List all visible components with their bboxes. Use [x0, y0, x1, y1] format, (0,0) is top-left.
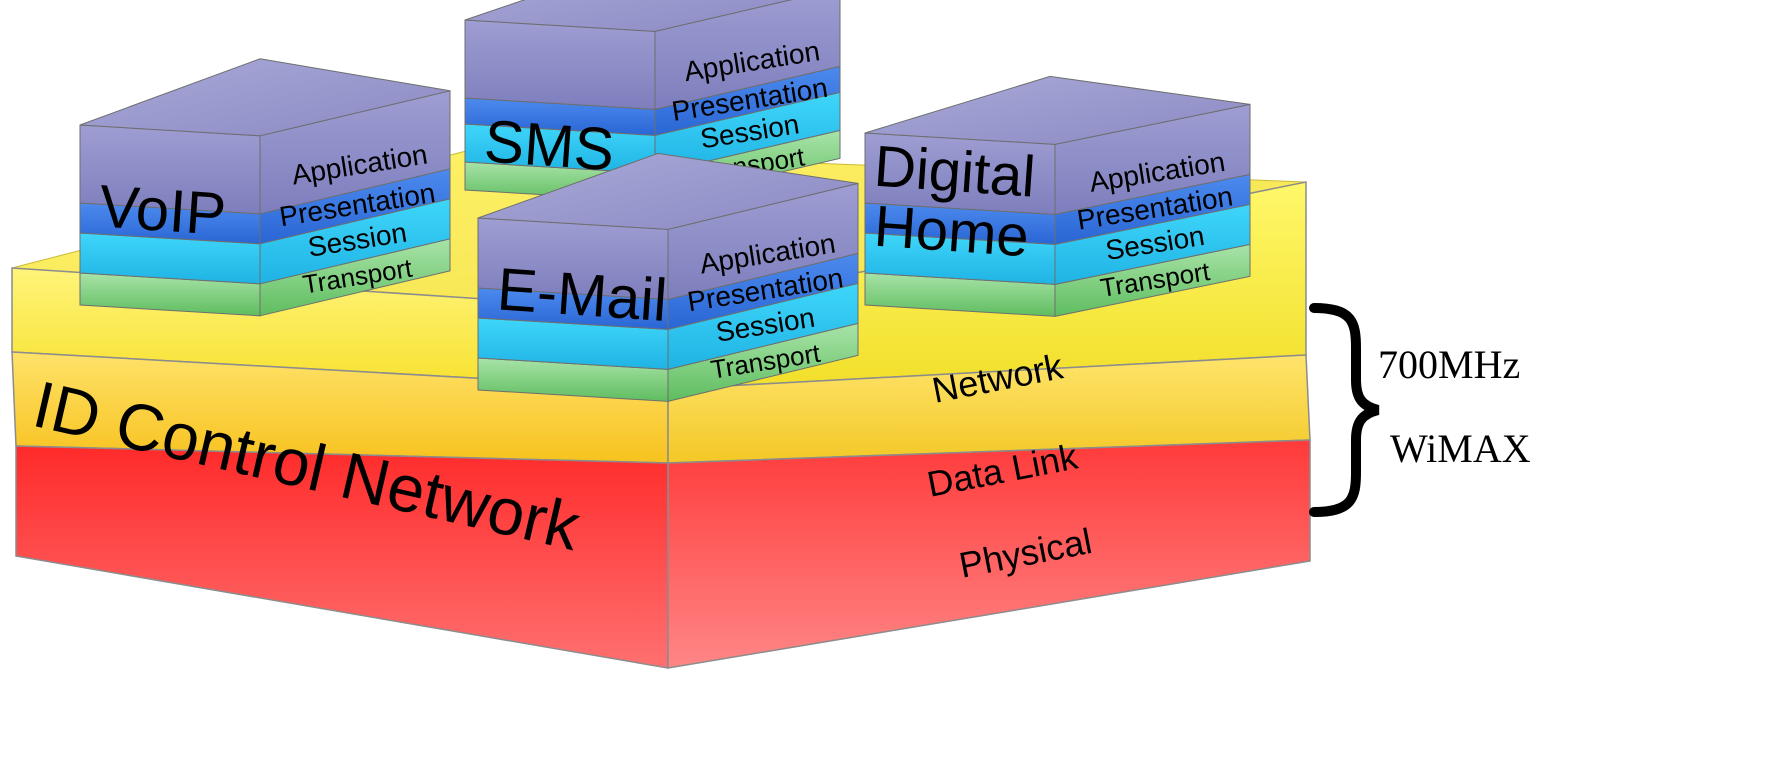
stack-digital-home: DigitalHomeApplicationPresentationSessio… — [864, 75, 1251, 318]
stack-sms-top-cap — [464, 0, 793, 32]
protocol-stacks: VoIPApplicationPresentationSessionTransp… — [79, 0, 1251, 403]
right-brace — [1309, 303, 1380, 517]
stack-email-top-cap — [477, 152, 859, 230]
bracket-label-wimax: WiMAX — [1390, 426, 1531, 471]
stack-voip-name-line-0: VoIP — [97, 172, 228, 248]
stack-sms-front-band-0 — [464, 19, 656, 110]
stack-email-name-line-0: E-Mail — [495, 255, 669, 334]
stack-digital-home-name-line-0: Digital — [872, 134, 1037, 210]
stack-sms-name-line-0: SMS — [482, 107, 616, 183]
stack-digital-home-name-line-1: Home — [872, 194, 1031, 270]
stack-digital-home-top-cap — [864, 75, 1251, 145]
bracket-label-700mhz: 700MHz — [1378, 342, 1520, 387]
physical-right-face — [667, 439, 1311, 669]
stack-email: E-MailApplicationPresentationSessionTran… — [477, 152, 859, 403]
stack-voip: VoIPApplicationPresentationSessionTransp… — [79, 58, 451, 317]
stack-voip-top-cap — [79, 58, 451, 137]
